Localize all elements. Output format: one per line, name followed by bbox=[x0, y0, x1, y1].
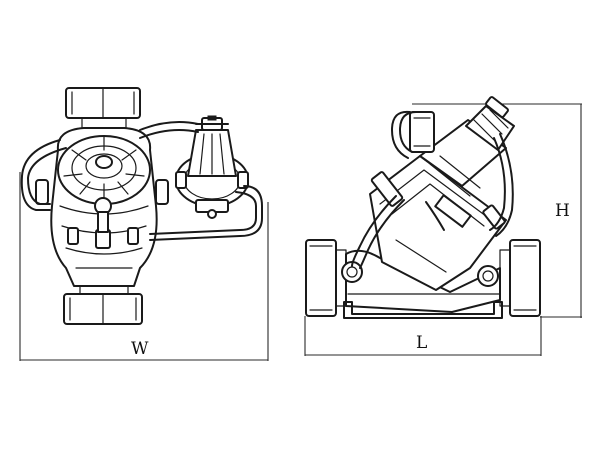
front-view: W bbox=[19, 87, 269, 361]
solenoid bbox=[409, 111, 435, 153]
bonnet bbox=[57, 135, 151, 233]
outlet-flange bbox=[499, 239, 541, 317]
side-view: H L bbox=[304, 96, 582, 356]
inlet-flange bbox=[305, 239, 347, 317]
top-flange bbox=[65, 87, 141, 129]
width-label: W bbox=[131, 339, 149, 359]
bottom-flange bbox=[63, 285, 143, 325]
height-label: H bbox=[555, 201, 570, 221]
control-tubing bbox=[20, 121, 263, 241]
pilot-valve bbox=[175, 115, 249, 219]
width-dimension-lines bbox=[19, 172, 269, 361]
length-dimension-lines bbox=[304, 316, 542, 356]
side-control-tubing bbox=[351, 110, 514, 269]
length-label: L bbox=[416, 333, 427, 353]
